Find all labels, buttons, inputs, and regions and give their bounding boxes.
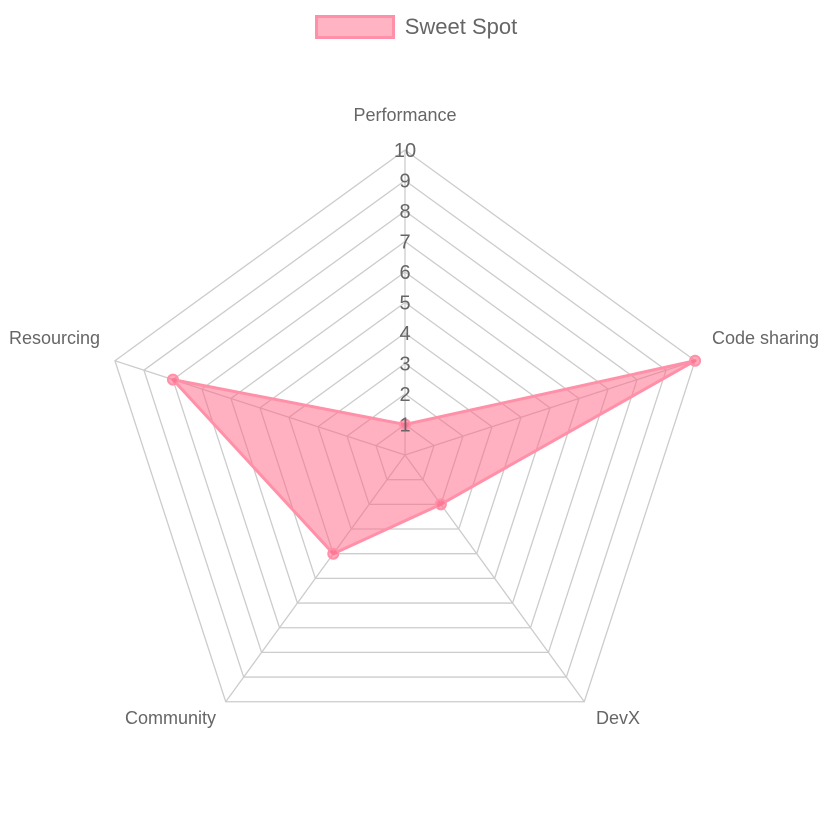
grid-ring-9 [143, 179, 667, 678]
tick-label-10: 10 [394, 140, 416, 162]
data-point-4 [166, 373, 179, 386]
data-point-3 [327, 547, 340, 560]
grid-ring-8 [172, 210, 638, 654]
tick-label-5: 5 [399, 293, 410, 315]
grid-ring-10 [114, 149, 696, 703]
data-point-2 [434, 498, 447, 511]
axis-label-performance: Performance [353, 105, 456, 125]
legend[interactable]: Sweet Spot [0, 14, 832, 40]
grid-ring-7 [201, 240, 609, 629]
axis-label-community: Community [125, 708, 216, 728]
tick-label-6: 6 [399, 262, 410, 284]
data-point-0 [399, 418, 411, 431]
tick-label-2: 2 [399, 384, 410, 406]
tick-label-4: 4 [399, 323, 410, 345]
axis-label-resourcing: Resourcing [9, 328, 100, 348]
legend-swatch-sweet-spot[interactable] [314, 15, 395, 39]
tick-label-3: 3 [399, 354, 410, 376]
tick-label-7: 7 [399, 232, 410, 254]
tick-label-8: 8 [399, 201, 410, 223]
series-area-0 [171, 359, 697, 556]
data-point-1 [689, 354, 702, 367]
axis-label-code-sharing: Code sharing [712, 328, 819, 348]
legend-label-sweet-spot[interactable]: Sweet Spot [404, 14, 518, 39]
grid-ring-5 [259, 301, 551, 580]
tick-label-9: 9 [399, 171, 410, 193]
grid-ring-6 [230, 271, 580, 604]
tick-label-1: 1 [399, 415, 410, 437]
axis-label-devx: DevX [596, 708, 640, 728]
